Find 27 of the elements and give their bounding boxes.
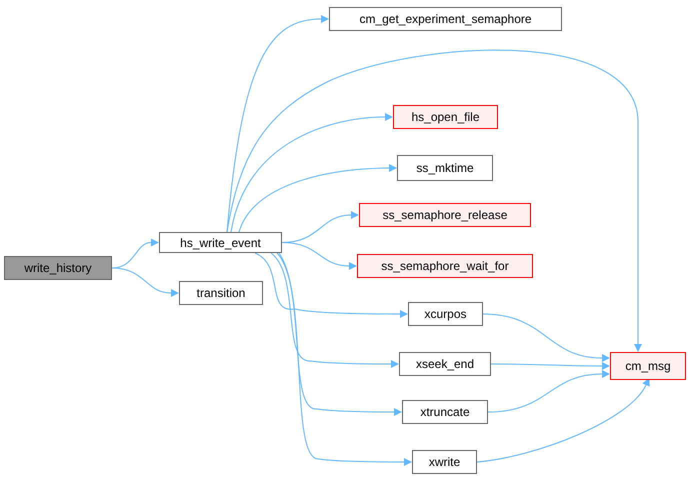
- call-arrow: [476, 378, 650, 462]
- call-arrow: [488, 370, 610, 412]
- function-box: xwrite: [412, 450, 477, 474]
- function-box: xcurpos: [408, 302, 483, 326]
- function-box: hs_write_event: [159, 232, 282, 253]
- function-box: hs_open_file: [393, 105, 498, 129]
- call-arrow: [276, 252, 402, 416]
- function-box: xseek_end: [399, 352, 491, 376]
- call-arrow: [282, 242, 357, 270]
- function-box: write_history: [4, 256, 112, 280]
- function-box: ss_semaphore_release: [359, 203, 531, 227]
- call-arrow: [254, 252, 408, 318]
- call-arrow: [226, 15, 329, 232]
- call-arrow: [226, 50, 642, 352]
- function-box: cm_msg: [610, 352, 686, 380]
- function-box: cm_get_experiment_semaphore: [329, 7, 562, 31]
- call-arrow: [238, 164, 397, 232]
- call-arrow: [278, 252, 412, 466]
- call-arrow: [270, 252, 399, 368]
- function-box: ss_semaphore_wait_for: [357, 254, 533, 278]
- call-arrow: [482, 314, 610, 362]
- function-box: xtruncate: [402, 400, 488, 424]
- call-arrow: [230, 113, 393, 232]
- function-box: ss_mktime: [397, 155, 493, 181]
- function-box: transition: [179, 281, 263, 305]
- call-arrow: [490, 362, 610, 370]
- call-arrow: [112, 268, 179, 297]
